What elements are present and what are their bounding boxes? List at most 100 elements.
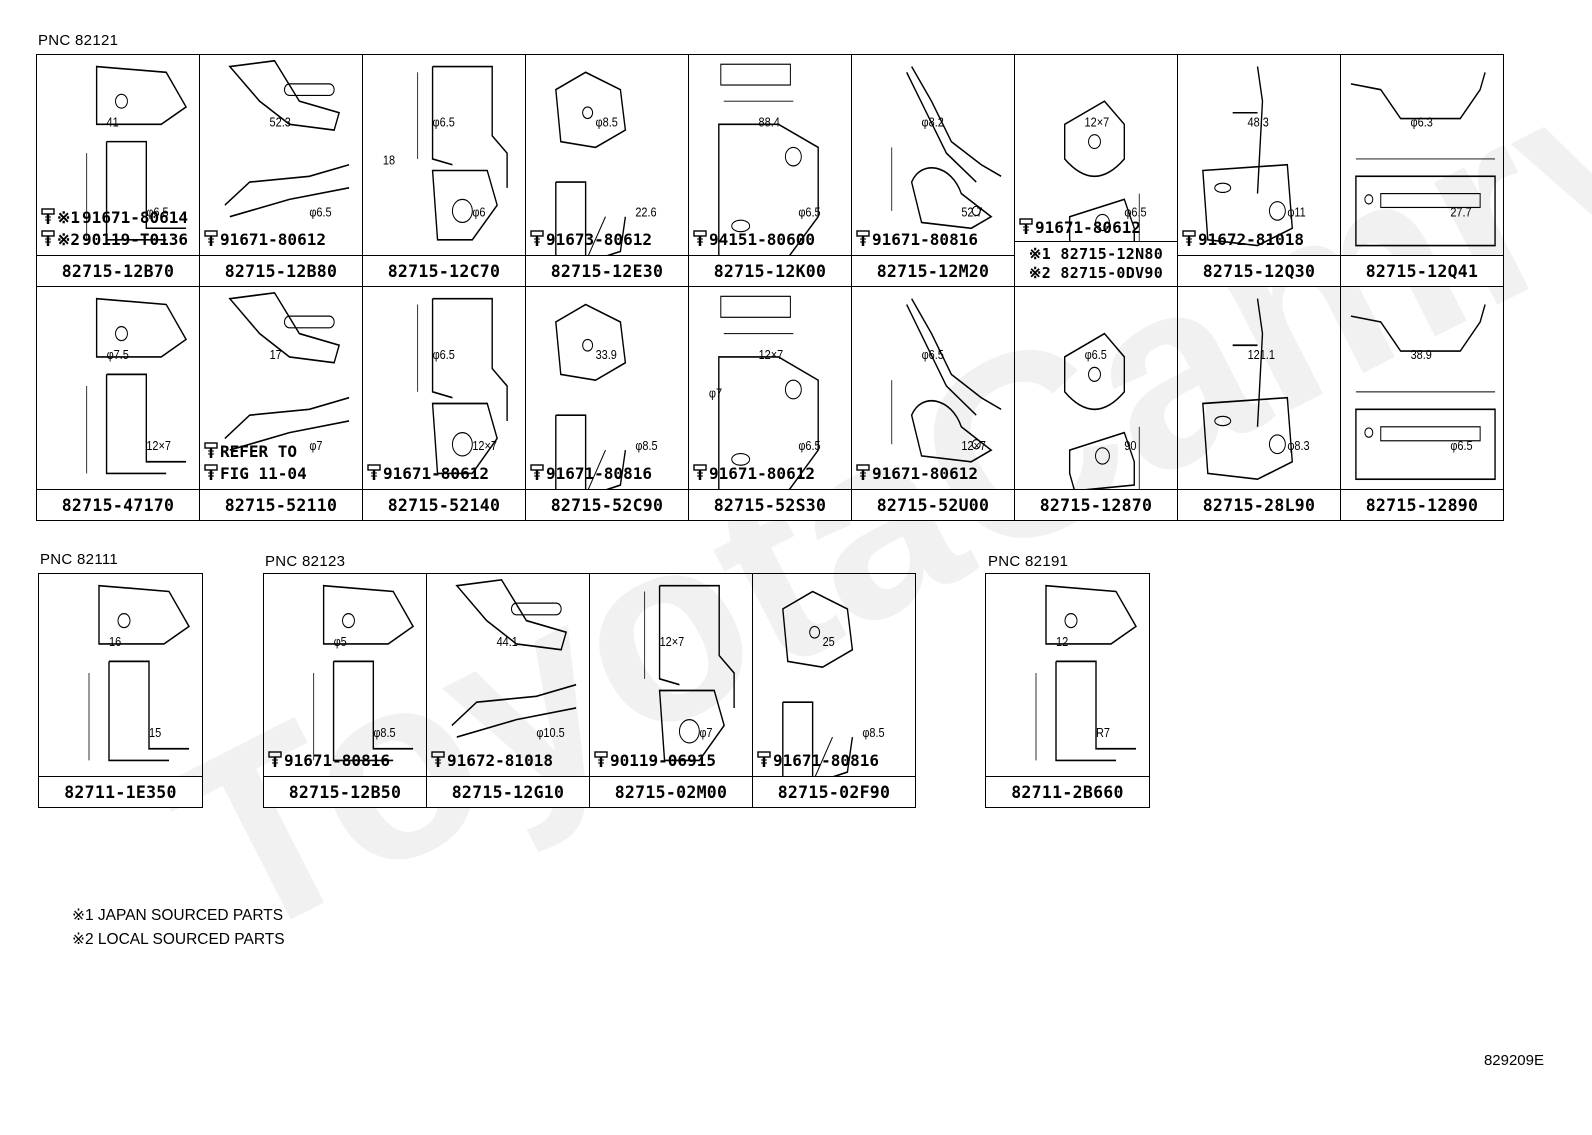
fastener-row: 91672-81018 bbox=[1182, 230, 1338, 250]
dimension-label: 44.1 bbox=[497, 634, 519, 649]
fastener-number[interactable]: 91671-80816 bbox=[872, 230, 978, 249]
dimension-label: φ6.5 bbox=[309, 205, 332, 220]
fastener-number[interactable]: 91672-81018 bbox=[447, 751, 553, 770]
part-number[interactable]: 82715-12B50 bbox=[264, 776, 426, 807]
dimension-label: 12×7 bbox=[759, 347, 784, 362]
part-number[interactable]: 82715-12C70 bbox=[363, 255, 525, 286]
part-number[interactable]: 82711-2B660 bbox=[986, 776, 1149, 807]
dimension-label: 15 bbox=[149, 725, 162, 740]
part-number[interactable]: 82715-12B70 bbox=[37, 255, 199, 286]
fastener-list: 91673-80612 bbox=[530, 230, 686, 250]
dimension-label: 18 bbox=[383, 153, 396, 168]
fastener-row: 91673-80612 bbox=[530, 230, 686, 250]
part-number-secondary[interactable]: ※2 82715-0DV90 bbox=[1028, 264, 1164, 282]
dimension-label: φ8.5 bbox=[373, 725, 396, 740]
fastener-number[interactable]: FIG 11-04 bbox=[220, 464, 307, 483]
fastener-list: 91671-80612 bbox=[204, 230, 360, 250]
part-number[interactable]: 82715-12890 bbox=[1341, 489, 1503, 520]
fastener-number[interactable]: 91671-80612 bbox=[872, 464, 978, 483]
fastener-number[interactable]: 91671-80614 bbox=[82, 208, 189, 227]
part-number[interactable]: ※1 82715-12N80※2 82715-0DV90 bbox=[1015, 241, 1177, 286]
fastener-number[interactable]: 90119-T0136 bbox=[82, 230, 189, 249]
part-number[interactable]: 82715-12G10 bbox=[427, 776, 589, 807]
dimension-label: φ6.5 bbox=[1450, 438, 1473, 453]
fastener-list: 91671-80612 bbox=[1019, 218, 1175, 238]
dimension-label: 88.4 bbox=[759, 115, 781, 130]
dimension-label: φ8.3 bbox=[1287, 438, 1310, 453]
part-number-primary[interactable]: ※1 82715-12N80 bbox=[1028, 245, 1164, 263]
fastener-number[interactable]: REFER TO bbox=[220, 442, 298, 461]
fastener-list: 94151-80600 bbox=[693, 230, 849, 250]
part-number[interactable]: 82715-12B80 bbox=[200, 255, 362, 286]
part-number[interactable]: 82715-52C90 bbox=[526, 489, 688, 520]
part-number[interactable]: 82715-52110 bbox=[200, 489, 362, 520]
dimension-label: 52.3 bbox=[270, 115, 292, 130]
bolt-icon bbox=[530, 230, 544, 250]
fastener-number[interactable]: 94151-80600 bbox=[709, 230, 815, 249]
pnc-label-82123: PNC 82123 bbox=[265, 553, 346, 570]
fastener-number[interactable]: 91671-80612 bbox=[709, 464, 815, 483]
bolt-icon bbox=[757, 751, 771, 771]
part-drawing: φ5 φ8.5 bbox=[264, 574, 426, 807]
dimension-label: 12×7 bbox=[1085, 115, 1110, 130]
fastener-number[interactable]: 91671-80816 bbox=[773, 751, 879, 770]
bolt-icon bbox=[204, 230, 218, 250]
part-number[interactable]: 82715-12M20 bbox=[852, 255, 1014, 286]
part-number[interactable]: 82715-52S30 bbox=[689, 489, 851, 520]
part-drawing: 52.3 φ6.5 bbox=[200, 55, 362, 286]
dimension-label: φ5 bbox=[334, 634, 348, 649]
part-number[interactable]: 82715-02M00 bbox=[590, 776, 752, 807]
fastener-number[interactable]: 91671-80612 bbox=[220, 230, 326, 249]
fastener-number[interactable]: 91671-80816 bbox=[284, 751, 390, 770]
dimension-label: φ11 bbox=[1287, 205, 1306, 220]
bolt-icon bbox=[856, 230, 870, 250]
fastener-number[interactable]: 91672-81018 bbox=[1198, 230, 1304, 249]
dimension-label: φ6.5 bbox=[922, 347, 945, 362]
footnote-1: ※1 JAPAN SOURCED PARTS bbox=[72, 907, 284, 924]
fastener-list: REFER TO FIG 11-04 bbox=[204, 442, 360, 484]
fastener-row: 91671-80612 bbox=[693, 464, 849, 484]
part-number[interactable]: 82715-52U00 bbox=[852, 489, 1014, 520]
dimension-label: φ8.5 bbox=[596, 115, 619, 130]
part-cell: φ5 φ8.5 91671-80816 82715-12B50 bbox=[264, 574, 427, 808]
part-number[interactable]: 82715-12Q41 bbox=[1341, 255, 1503, 286]
part-number[interactable]: 82711-1E350 bbox=[39, 776, 202, 807]
fastener-number[interactable]: 90119-06915 bbox=[610, 751, 716, 770]
bolt-icon bbox=[41, 208, 55, 228]
part-number[interactable]: 82715-52140 bbox=[363, 489, 525, 520]
part-number[interactable]: 82715-47170 bbox=[37, 489, 199, 520]
bolt-icon bbox=[530, 464, 544, 484]
fastener-number[interactable]: 91671-80612 bbox=[1035, 218, 1141, 237]
part-number[interactable]: 82715-12E30 bbox=[526, 255, 688, 286]
part-number[interactable]: 82715-02F90 bbox=[753, 776, 915, 807]
part-number[interactable]: 82715-12870 bbox=[1015, 489, 1177, 520]
fastener-list: 91672-81018 bbox=[431, 751, 587, 771]
bolt-icon bbox=[367, 464, 381, 484]
dimension-label: 48.3 bbox=[1248, 115, 1270, 130]
footnotes: ※1 JAPAN SOURCED PARTS ※2 LOCAL SOURCED … bbox=[72, 904, 285, 952]
fastener-number[interactable]: 91673-80612 bbox=[546, 230, 652, 249]
part-number[interactable]: 82715-12K00 bbox=[689, 255, 851, 286]
part-number[interactable]: 82715-28L90 bbox=[1178, 489, 1340, 520]
dimension-label: φ6.5 bbox=[1085, 347, 1108, 362]
dimension-label: φ10.5 bbox=[536, 725, 565, 740]
dimension-label: φ6.5 bbox=[433, 115, 456, 130]
bolt-icon bbox=[693, 230, 707, 250]
fastener-row: 91671-80816 bbox=[757, 751, 913, 771]
part-number[interactable]: 82715-12Q30 bbox=[1178, 255, 1340, 286]
fastener-number[interactable]: 91671-80816 bbox=[546, 464, 652, 483]
dimension-label: 12×7 bbox=[472, 438, 497, 453]
fastener-row: FIG 11-04 bbox=[204, 464, 360, 484]
fastener-number[interactable]: 91671-80612 bbox=[383, 464, 489, 483]
fastener-row: 91671-80612 bbox=[204, 230, 360, 250]
